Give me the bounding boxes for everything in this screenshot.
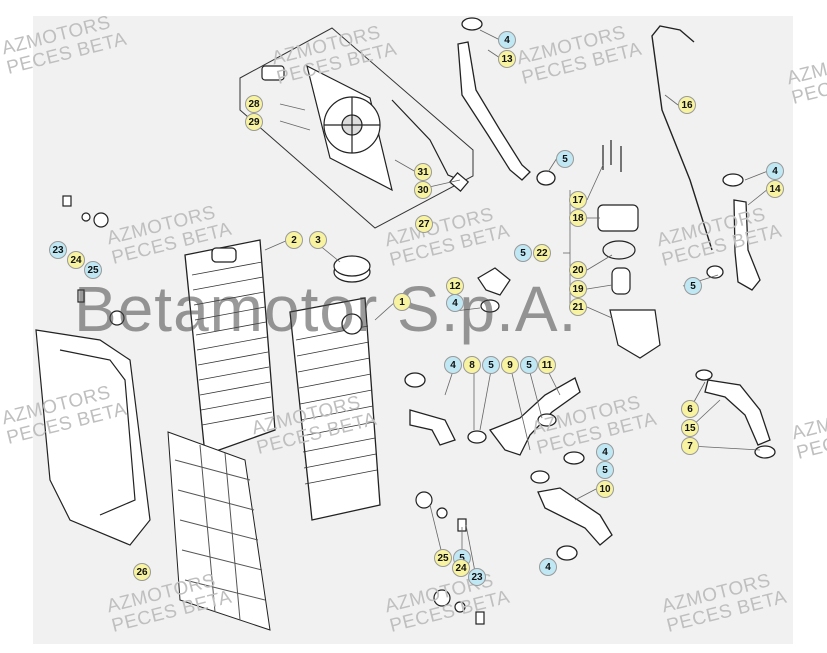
fasteners-left	[62, 195, 125, 326]
callout-5[interactable]: 5	[596, 461, 614, 479]
thermostat-group	[597, 140, 661, 359]
cooling-fan	[306, 64, 393, 192]
callout-4[interactable]: 4	[539, 558, 557, 576]
callout-19[interactable]: 19	[569, 280, 587, 298]
callout-20[interactable]: 20	[569, 261, 587, 279]
callout-14[interactable]: 14	[766, 180, 784, 198]
callout-23[interactable]: 23	[49, 241, 67, 259]
callout-22[interactable]: 22	[533, 244, 551, 262]
callout-3[interactable]: 3	[309, 231, 327, 249]
radiator-right	[184, 239, 276, 456]
brand-watermark: Betamotor S.p.A.	[74, 273, 578, 345]
overflow-tube	[651, 25, 713, 251]
callout-24[interactable]: 24	[67, 251, 85, 269]
lower-hose-15	[695, 369, 776, 459]
callout-21[interactable]: 21	[569, 298, 587, 316]
radiator-cap	[333, 255, 371, 283]
callout-5[interactable]: 5	[556, 150, 574, 168]
hose-12	[477, 267, 511, 313]
callout-4[interactable]: 4	[766, 162, 784, 180]
callout-23[interactable]: 23	[468, 568, 486, 586]
callout-7[interactable]: 7	[681, 437, 699, 455]
right-hose-14	[706, 173, 761, 291]
callout-26[interactable]: 26	[133, 563, 151, 581]
callout-16[interactable]: 16	[678, 96, 696, 114]
callout-4[interactable]: 4	[498, 31, 516, 49]
callout-5[interactable]: 5	[520, 356, 538, 374]
fasteners-bottom	[415, 491, 485, 625]
callout-4[interactable]: 4	[596, 443, 614, 461]
callout-5[interactable]: 5	[482, 356, 500, 374]
callout-28[interactable]: 28	[245, 95, 263, 113]
callout-12[interactable]: 12	[446, 277, 464, 295]
callout-17[interactable]: 17	[569, 191, 587, 209]
callout-8[interactable]: 8	[463, 356, 481, 374]
callout-4[interactable]: 4	[444, 356, 462, 374]
callout-15[interactable]: 15	[681, 419, 699, 437]
callout-27[interactable]: 27	[415, 215, 433, 233]
radiator-grille	[167, 431, 271, 631]
callout-2[interactable]: 2	[285, 231, 303, 249]
callout-30[interactable]: 30	[414, 181, 432, 199]
fan-assembly-box	[239, 27, 474, 229]
callout-25[interactable]: 25	[84, 261, 102, 279]
callout-5[interactable]: 5	[684, 277, 702, 295]
callout-24[interactable]: 24	[452, 559, 470, 577]
fan-connector	[261, 65, 470, 192]
y-pipe-hoses	[404, 372, 613, 561]
radiator-shroud	[35, 329, 151, 546]
callout-4[interactable]: 4	[446, 294, 464, 312]
callout-1[interactable]: 1	[393, 293, 411, 311]
callout-9[interactable]: 9	[501, 356, 519, 374]
callout-25[interactable]: 25	[434, 549, 452, 567]
callout-31[interactable]: 31	[414, 163, 432, 181]
radiator-left	[289, 297, 381, 521]
callout-10[interactable]: 10	[596, 480, 614, 498]
callout-29[interactable]: 29	[245, 113, 263, 131]
callout-13[interactable]: 13	[498, 50, 516, 68]
callout-18[interactable]: 18	[569, 209, 587, 227]
callout-5[interactable]: 5	[514, 244, 532, 262]
callout-11[interactable]: 11	[538, 356, 556, 374]
callout-6[interactable]: 6	[681, 400, 699, 418]
upper-hose	[457, 17, 556, 186]
